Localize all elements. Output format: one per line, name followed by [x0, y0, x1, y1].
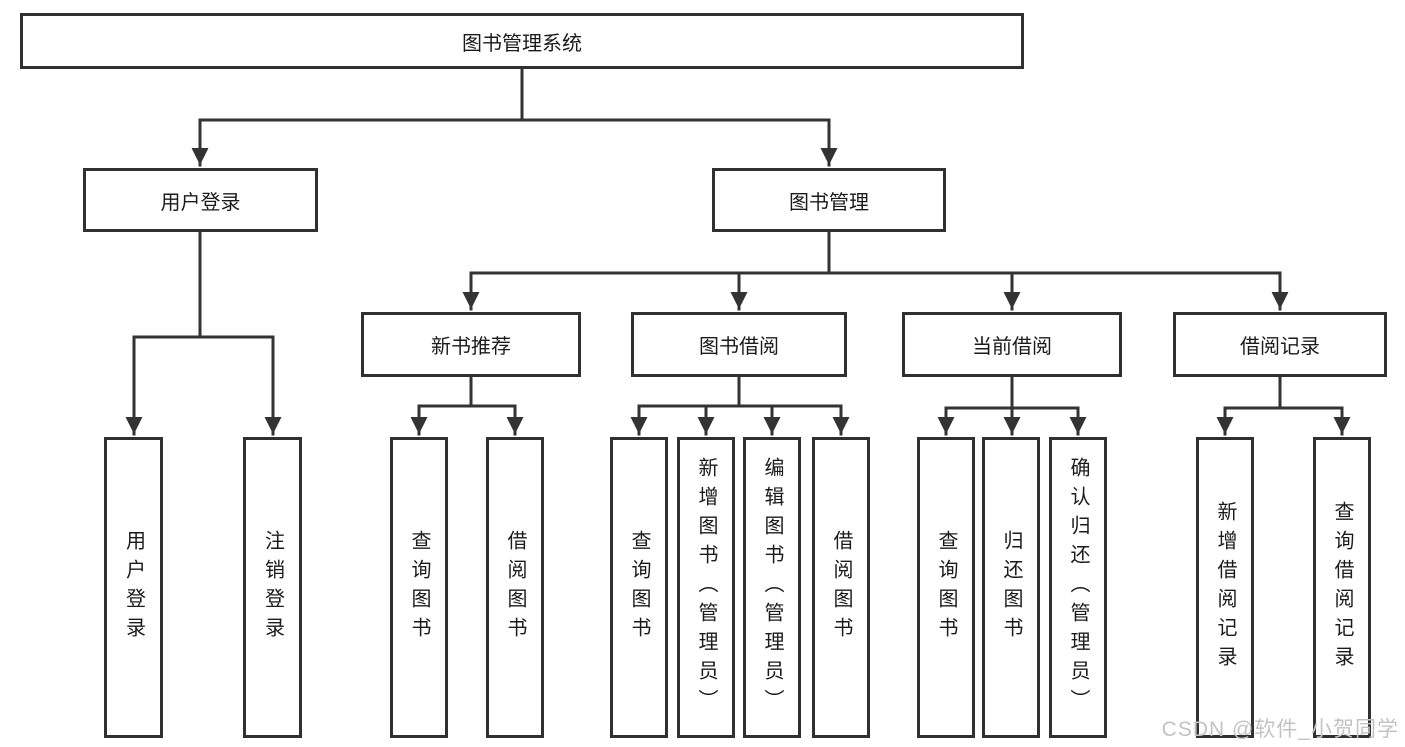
leaf-user-login: 用户登录 — [104, 437, 163, 738]
leaf-query-books-recommend: 查询图书 — [390, 437, 448, 738]
node-label: 新书推荐 — [431, 336, 511, 358]
node-label: 用户登录 — [160, 191, 241, 214]
node-root: 图书管理系统 — [20, 13, 1024, 69]
node-label: 确认归还（管理员） — [1067, 457, 1089, 718]
leaf-query-books-borrow: 查询图书 — [610, 437, 668, 738]
node-new-book-recommend: 新书推荐 — [361, 312, 581, 377]
node-label: 借阅图书 — [830, 529, 852, 646]
node-label: 查询借阅记录 — [1331, 500, 1353, 675]
node-label: 查询图书 — [628, 529, 650, 646]
node-book-borrow: 图书借阅 — [631, 312, 847, 377]
leaf-query-books-current: 查询图书 — [917, 437, 975, 738]
node-label: 借阅记录 — [1240, 336, 1320, 358]
node-label: 图书管理系统 — [462, 32, 582, 55]
node-current-borrow: 当前借阅 — [902, 312, 1122, 377]
leaf-return-book: 归还图书 — [982, 437, 1040, 738]
leaf-borrow-books: 借阅图书 — [812, 437, 870, 738]
leaf-edit-book-admin: 编辑图书（管理员） — [743, 437, 801, 738]
node-label: 图书管理 — [789, 191, 869, 214]
leaf-add-borrow-record: 新增借阅记录 — [1196, 437, 1254, 738]
node-label: 用户登录 — [122, 529, 145, 646]
node-label: 新增图书（管理员） — [695, 457, 717, 718]
node-label: 查询图书 — [935, 529, 957, 646]
leaf-query-borrow-record: 查询借阅记录 — [1313, 437, 1371, 738]
leaf-confirm-return-admin: 确认归还（管理员） — [1049, 437, 1107, 738]
node-label: 注销登录 — [261, 529, 284, 646]
node-user-login-branch: 用户登录 — [83, 168, 318, 232]
node-label: 查询图书 — [408, 529, 430, 646]
leaf-borrow-books-recommend: 借阅图书 — [486, 437, 544, 738]
leaf-logout: 注销登录 — [243, 437, 302, 738]
node-label: 当前借阅 — [972, 336, 1052, 358]
node-label: 编辑图书（管理员） — [761, 457, 783, 718]
node-label: 归还图书 — [1000, 529, 1022, 646]
node-book-management: 图书管理 — [712, 168, 946, 232]
node-label: 新增借阅记录 — [1214, 500, 1236, 675]
csdn-watermark: CSDN @软件_小贺同学 — [1161, 718, 1399, 741]
node-label: 图书借阅 — [699, 336, 779, 358]
node-borrow-records: 借阅记录 — [1173, 312, 1387, 377]
leaf-add-book-admin: 新增图书（管理员） — [677, 437, 735, 738]
node-label: 借阅图书 — [504, 529, 526, 646]
